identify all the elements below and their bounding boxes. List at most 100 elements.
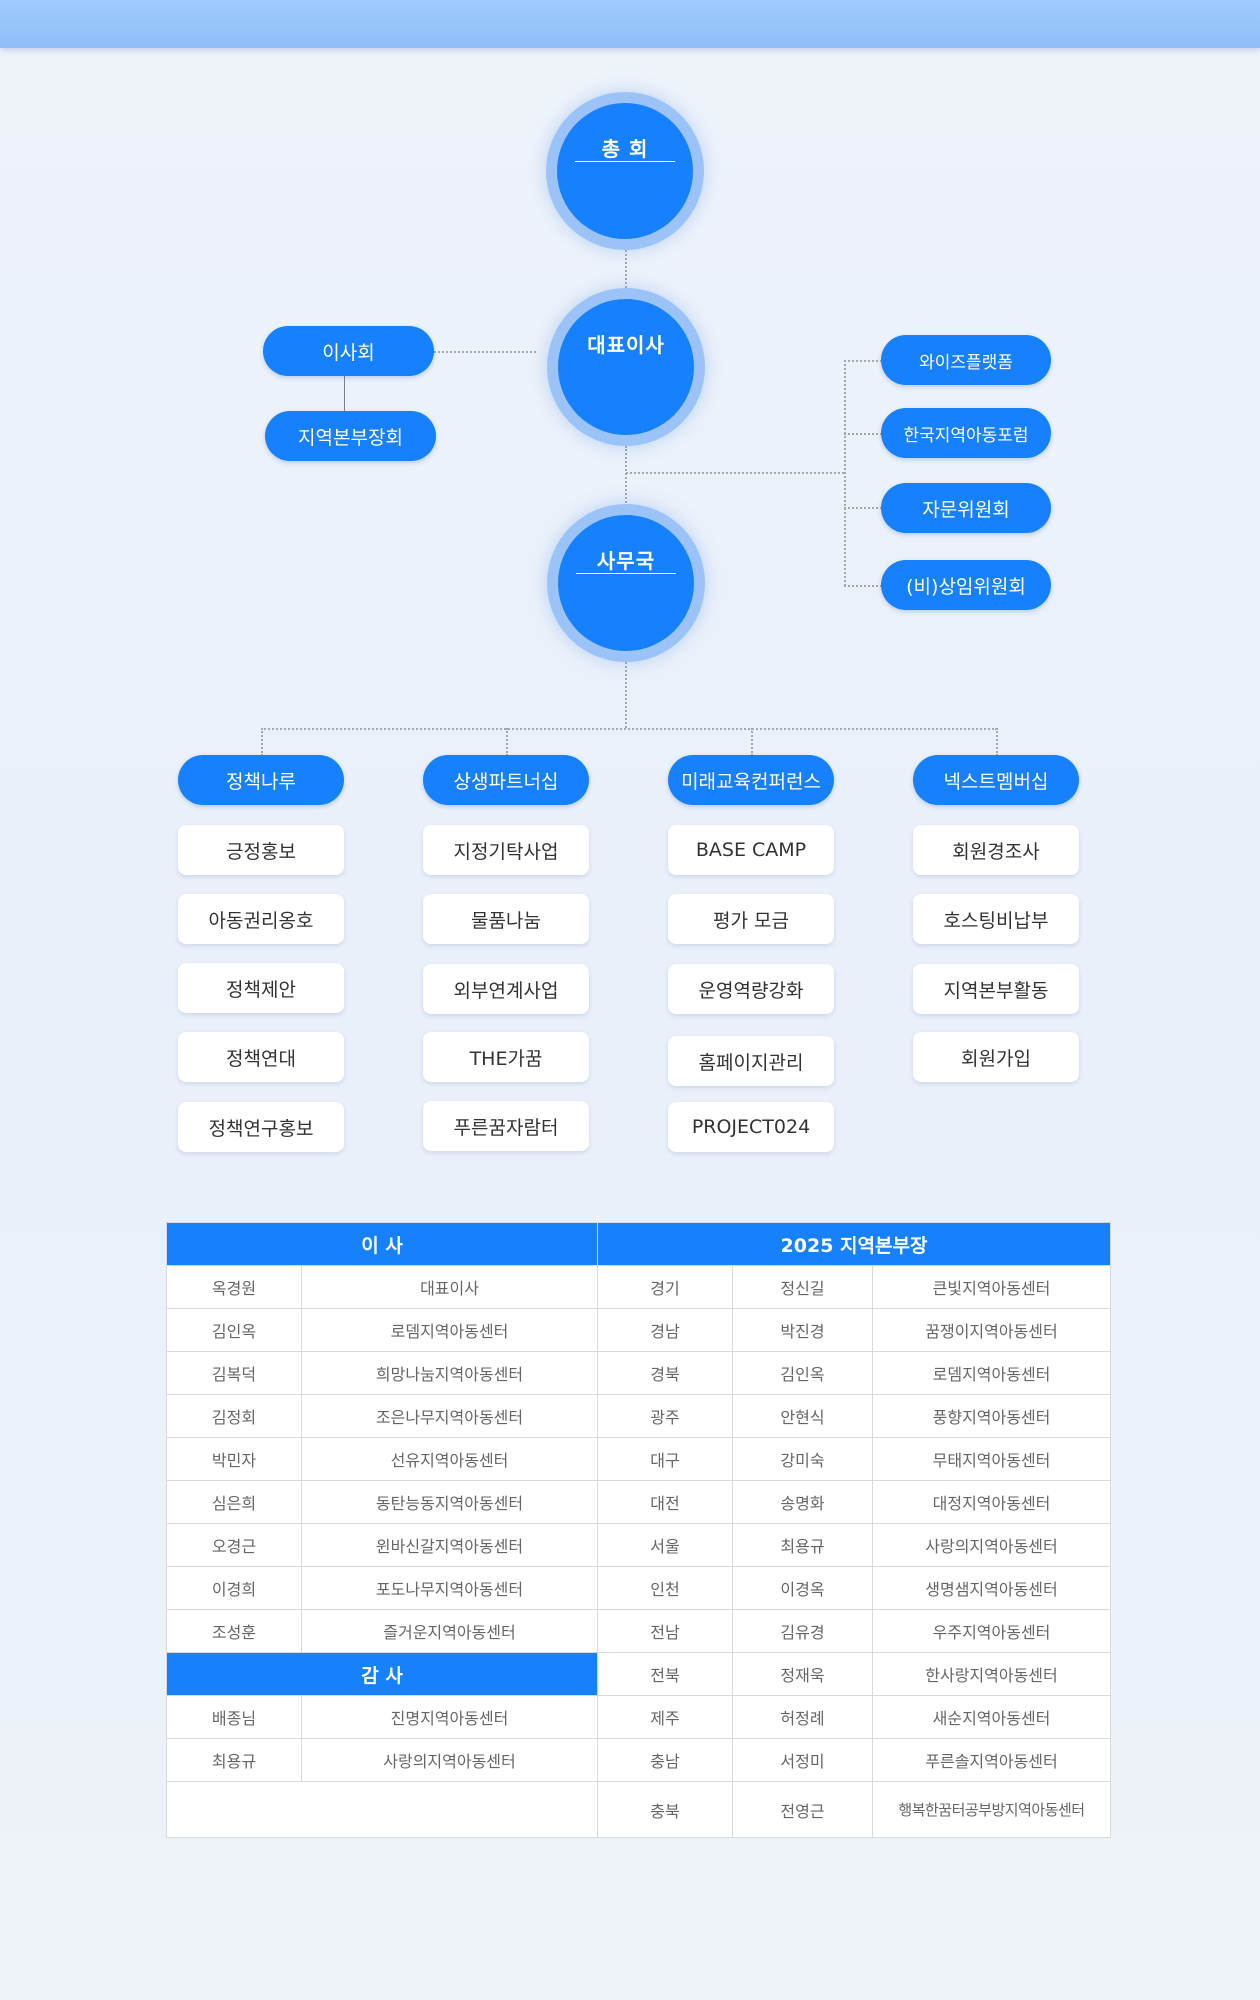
cell: 조은나무지역아동센터 [300,1394,599,1438]
department-item: 호스팅비납부 [913,894,1079,944]
department-item: THE가꿈 [423,1032,589,1082]
cell: 조성훈 [166,1609,302,1653]
cell: 충남 [597,1738,733,1782]
cell: 인천 [597,1566,733,1610]
department-node: 넥스트멤버십 [913,755,1079,805]
connector-line [625,662,627,728]
cell: 생명샘지역아동센터 [871,1566,1112,1610]
node-label: 대표이사 [587,333,665,357]
department-item: BASE CAMP [668,825,834,875]
cell: 정재욱 [732,1652,873,1696]
cell: 로뎀지역아동센터 [300,1308,599,1352]
cell: 김복덕 [166,1351,302,1395]
department-item: 정책제안 [178,963,344,1013]
cell: 박민자 [166,1437,302,1481]
cell: 오경근 [166,1523,302,1567]
cell: 전북 [597,1652,733,1696]
connector-line [844,507,882,509]
cell: 박진경 [732,1308,873,1352]
connector-line [844,360,882,362]
divider [576,573,676,574]
cell: 경기 [597,1265,733,1309]
department-item: 아동권리옹호 [178,894,344,944]
cell: 로뎀지역아동센터 [871,1351,1112,1395]
cell: 허정례 [732,1695,873,1739]
department-node: 상생파트너십 [423,755,589,805]
department-item: 운영역량강화 [668,964,834,1014]
cell: 최용규 [732,1523,873,1567]
ceo-node: 대표이사 [547,288,705,446]
cell: 김정회 [166,1394,302,1438]
connector-line [261,728,263,756]
cell: 무태지역아동센터 [871,1437,1112,1481]
board-node: 이사회 [263,326,434,376]
cell: 한사랑지역아동센터 [871,1652,1112,1696]
department-item: 외부연계사업 [423,964,589,1014]
regional-heads-meeting-node: 지역본부장회 [265,411,436,461]
cell: 김인옥 [732,1351,873,1395]
cell: 김유경 [732,1609,873,1653]
side-unit-node: 자문위원회 [881,483,1051,533]
cell: 옥경원 [166,1265,302,1309]
cell: 우주지역아동센터 [871,1609,1112,1653]
cell: 꿈쟁이지역아동센터 [871,1308,1112,1352]
connector-line [996,728,998,756]
cell: 전영근 [732,1781,873,1838]
cell: 대전 [597,1480,733,1524]
cell: 사랑의지역아동센터 [300,1738,599,1782]
cell: 윈바신갈지역아동센터 [300,1523,599,1567]
department-item: 평가 모금 [668,894,834,944]
connector-line [344,376,345,412]
cell: 안현식 [732,1394,873,1438]
department-item: 정책연구홍보 [178,1102,344,1152]
cell: 희망나눔지역아동센터 [300,1351,599,1395]
department-item: 긍정홍보 [178,825,344,875]
cell: 최용규 [166,1738,302,1782]
side-unit-node: 와이즈플랫폼 [881,335,1051,385]
department-node: 정책나루 [178,755,344,805]
connector-line [434,351,536,353]
department-item: 물품나눔 [423,894,589,944]
cell: 큰빛지역아동센터 [871,1265,1112,1309]
cell: 즐거운지역아동센터 [300,1609,599,1653]
cell: 김인옥 [166,1308,302,1352]
cell: 이경옥 [732,1566,873,1610]
cell: 대정지역아동센터 [871,1480,1112,1524]
regional-header: 2025 지역본부장 [596,1222,1112,1266]
cell: 서정미 [732,1738,873,1782]
connector-line [506,728,508,756]
department-item: 푸른꿈자람터 [423,1101,589,1151]
department-item: 지역본부활동 [913,964,1079,1014]
side-unit-node: (비)상임위원회 [881,560,1051,610]
department-item: PROJECT024 [668,1102,834,1152]
connector-line [625,446,627,506]
cell: 동탄능동지역아동센터 [300,1480,599,1524]
empty-cell [165,1781,599,1838]
auditors-header: 감 사 [165,1652,599,1696]
department-item: 정책연대 [178,1032,344,1082]
node-label: 사무국 [596,549,656,573]
cell: 충북 [597,1781,733,1838]
secretariat-node: 사무국 [547,504,705,662]
side-unit-node: 한국지역아동포럼 [881,408,1051,458]
cell: 진명지역아동센터 [300,1695,599,1739]
cell: 경남 [597,1308,733,1352]
cell: 사랑의지역아동센터 [871,1523,1112,1567]
cell: 새순지역아동센터 [871,1695,1112,1739]
